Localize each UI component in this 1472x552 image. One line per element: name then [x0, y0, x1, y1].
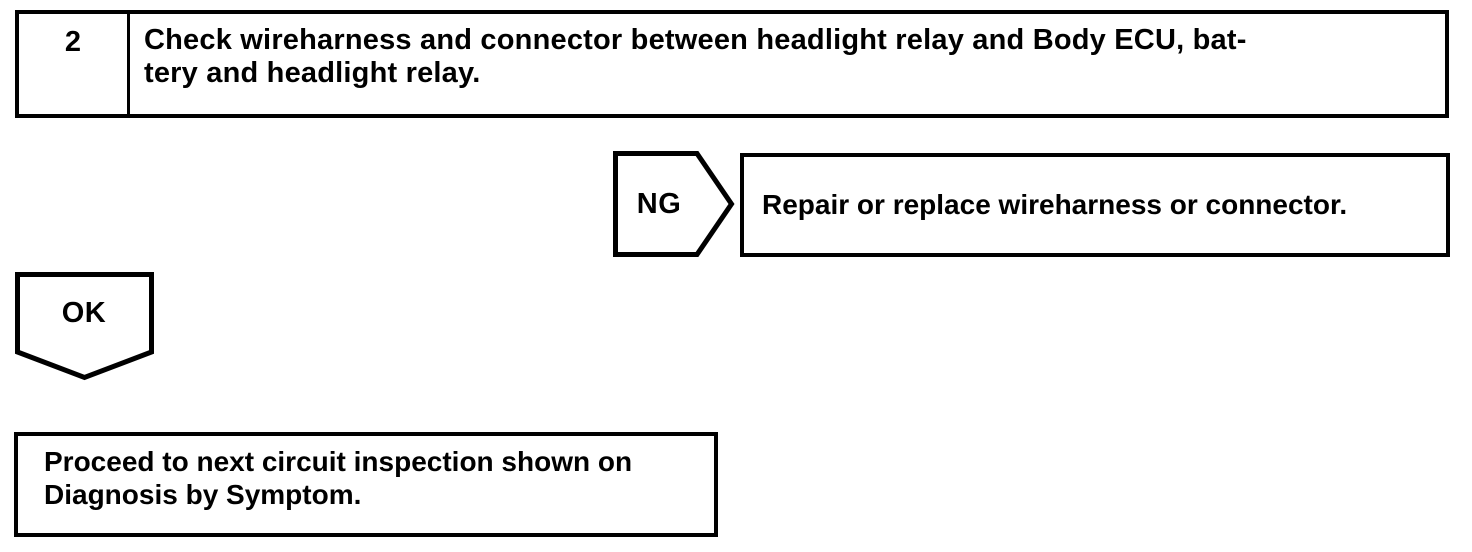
step-instruction-line-2: tery and headlight relay.: [144, 57, 481, 89]
step-instruction: Check wireharness and connector between …: [130, 14, 1445, 114]
ok-action-line-1: Proceed to next circuit inspection shown…: [44, 446, 633, 477]
ng-action-text: Repair or replace wireharness or connect…: [762, 189, 1348, 220]
step-number-label: 2: [64, 26, 82, 58]
ng-action-box: Repair or replace wireharness or connect…: [740, 153, 1450, 257]
ng-pentagon-shape: [613, 151, 735, 257]
ok-action-line-2: Diagnosis by Symptom.: [44, 479, 362, 510]
ok-branch-label: OK: [61, 296, 107, 329]
ok-pentagon-shape: [15, 272, 154, 381]
step-number: 2: [19, 14, 130, 114]
step-box: 2 Check wireharness and connector betwee…: [15, 10, 1449, 118]
ok-pentagon-outline: [15, 272, 154, 381]
ng-pentagon-outline: [613, 151, 735, 257]
ng-branch-label: NG: [636, 187, 682, 220]
step-instruction-line-1: Check wireharness and connector between …: [144, 24, 1247, 56]
ok-action-box: Proceed to next circuit inspection shown…: [14, 432, 718, 537]
